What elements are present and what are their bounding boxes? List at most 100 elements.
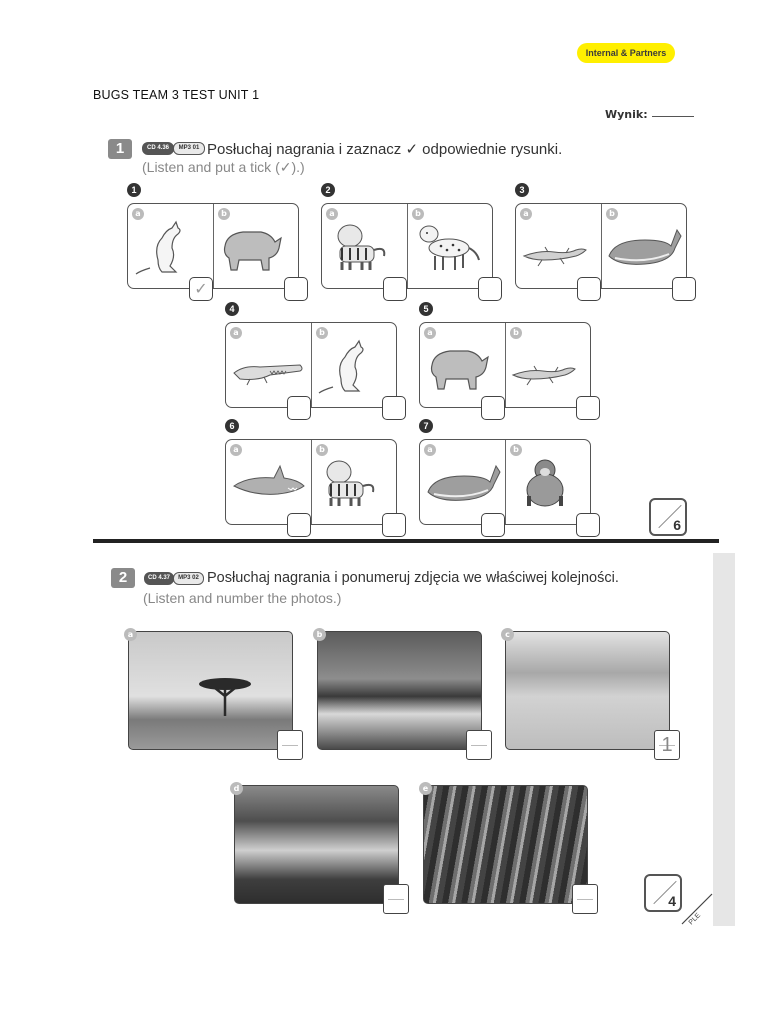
exercise-1-instruction-en: (Listen and put a tick (✓).) xyxy=(142,159,305,175)
photo-a-number-box[interactable] xyxy=(277,730,303,760)
question-5-number: 5 xyxy=(419,302,433,316)
exercise-2-instruction-pl: Posłuchaj nagrania i ponumeruj zdjęcia w… xyxy=(207,570,619,586)
rhino-drawing xyxy=(430,350,489,390)
exercise-1-score-box: 6 xyxy=(649,498,687,536)
gorilla-drawing xyxy=(526,459,564,507)
exercise-1-cd-tag: CD 4.36 xyxy=(142,142,174,155)
card-divider xyxy=(601,204,602,288)
card-divider xyxy=(311,323,312,407)
question-5-tick-b[interactable] xyxy=(576,396,600,420)
option-a-picture xyxy=(128,204,213,288)
question-1-tick-a[interactable]: ✓ xyxy=(189,277,213,301)
card-divider xyxy=(213,204,214,288)
question-6-tick-b[interactable] xyxy=(382,513,406,537)
option-b-picture xyxy=(311,440,396,524)
option-b-letter: b xyxy=(316,444,328,456)
question-5-tick-a[interactable] xyxy=(481,396,505,420)
number-line xyxy=(577,899,593,900)
page-edge-strip xyxy=(713,553,735,926)
corner-tab: PLE xyxy=(681,893,713,926)
whale-drawing xyxy=(427,464,501,501)
result-line xyxy=(652,116,694,117)
whale-drawing xyxy=(608,228,682,265)
exercise-2-score-box: 4 xyxy=(644,874,682,912)
question-3-number: 3 xyxy=(515,183,529,197)
option-a-letter: a xyxy=(230,444,242,456)
exercise-2-instruction-en: (Listen and number the photos.) xyxy=(143,590,342,606)
photo-a-savanna xyxy=(128,631,293,750)
kangaroo-drawing xyxy=(318,339,364,394)
kangaroo-drawing xyxy=(135,220,181,275)
option-b-letter: b xyxy=(412,208,424,220)
photo-c-number-box[interactable]: 1 xyxy=(654,730,680,760)
option-a-letter: a xyxy=(424,327,436,339)
option-a-letter: a xyxy=(520,208,532,220)
question-1-number: 1 xyxy=(127,183,141,197)
card-divider xyxy=(311,440,312,524)
document-title: BUGS TEAM 3 TEST UNIT 1 xyxy=(93,88,260,102)
question-2-number: 2 xyxy=(321,183,335,197)
option-b-letter: b xyxy=(510,327,522,339)
option-b-picture xyxy=(505,440,590,524)
card-divider xyxy=(407,204,408,288)
photo-e-number-box[interactable] xyxy=(572,884,598,914)
option-b-picture xyxy=(505,323,590,407)
exercise-1-section xyxy=(93,112,719,540)
question-7-tick-a[interactable] xyxy=(481,513,505,537)
photo-d-number-box[interactable] xyxy=(383,884,409,914)
photo-d-letter: d xyxy=(230,782,243,795)
internal-partners-badge: Internal & Partners xyxy=(577,43,675,63)
photo-c-answer: 1 xyxy=(661,734,673,756)
question-4-tick-a[interactable] xyxy=(287,396,311,420)
photo-b-number-box[interactable] xyxy=(466,730,492,760)
question-4-tick-b[interactable] xyxy=(382,396,406,420)
option-a-letter: a xyxy=(326,208,338,220)
question-3-tick-b[interactable] xyxy=(672,277,696,301)
tiger-drawing xyxy=(337,224,386,270)
photo-b-sea xyxy=(317,631,482,750)
number-line xyxy=(659,745,675,746)
svg-text:PLE: PLE xyxy=(688,912,703,926)
option-a-letter: a xyxy=(132,208,144,220)
option-b-picture xyxy=(311,323,396,407)
exercise-1-mp3-tag: MP3 01 xyxy=(173,142,205,155)
option-a-picture xyxy=(420,323,505,407)
option-b-picture xyxy=(407,204,492,288)
question-7-tick-b[interactable] xyxy=(576,513,600,537)
photo-c-letter: c xyxy=(501,628,514,641)
option-b-letter: b xyxy=(510,444,522,456)
exercise-1-number: 1 xyxy=(108,139,132,159)
photo-c-desert xyxy=(505,631,670,750)
photo-e-rainforest xyxy=(423,785,588,904)
lizard-drawing xyxy=(522,246,587,267)
question-2-tick-b[interactable] xyxy=(478,277,502,301)
exercise-2-cd-tag: CD 4.37 xyxy=(144,572,174,585)
option-b-letter: b xyxy=(316,327,328,339)
option-b-picture xyxy=(601,204,686,288)
tiger-drawing xyxy=(326,460,375,506)
number-line xyxy=(388,899,404,900)
question-3-tick-a[interactable] xyxy=(577,277,601,301)
exercise-2-score: 4 xyxy=(668,893,676,909)
option-a-picture xyxy=(226,440,311,524)
question-6-number: 6 xyxy=(225,419,239,433)
result-label: Wynik: xyxy=(605,108,648,121)
photo-a-letter: a xyxy=(124,628,137,641)
question-6-tick-a[interactable] xyxy=(287,513,311,537)
option-a-picture xyxy=(420,440,505,524)
question-2-tick-a[interactable] xyxy=(383,277,407,301)
question-1-tick-b[interactable] xyxy=(284,277,308,301)
cheetah-drawing xyxy=(419,225,480,270)
exercise-1-score: 6 xyxy=(673,517,681,533)
photo-e-letter: e xyxy=(419,782,432,795)
photo-d-river xyxy=(234,785,399,904)
option-b-letter: b xyxy=(606,208,618,220)
question-7-number: 7 xyxy=(419,419,433,433)
